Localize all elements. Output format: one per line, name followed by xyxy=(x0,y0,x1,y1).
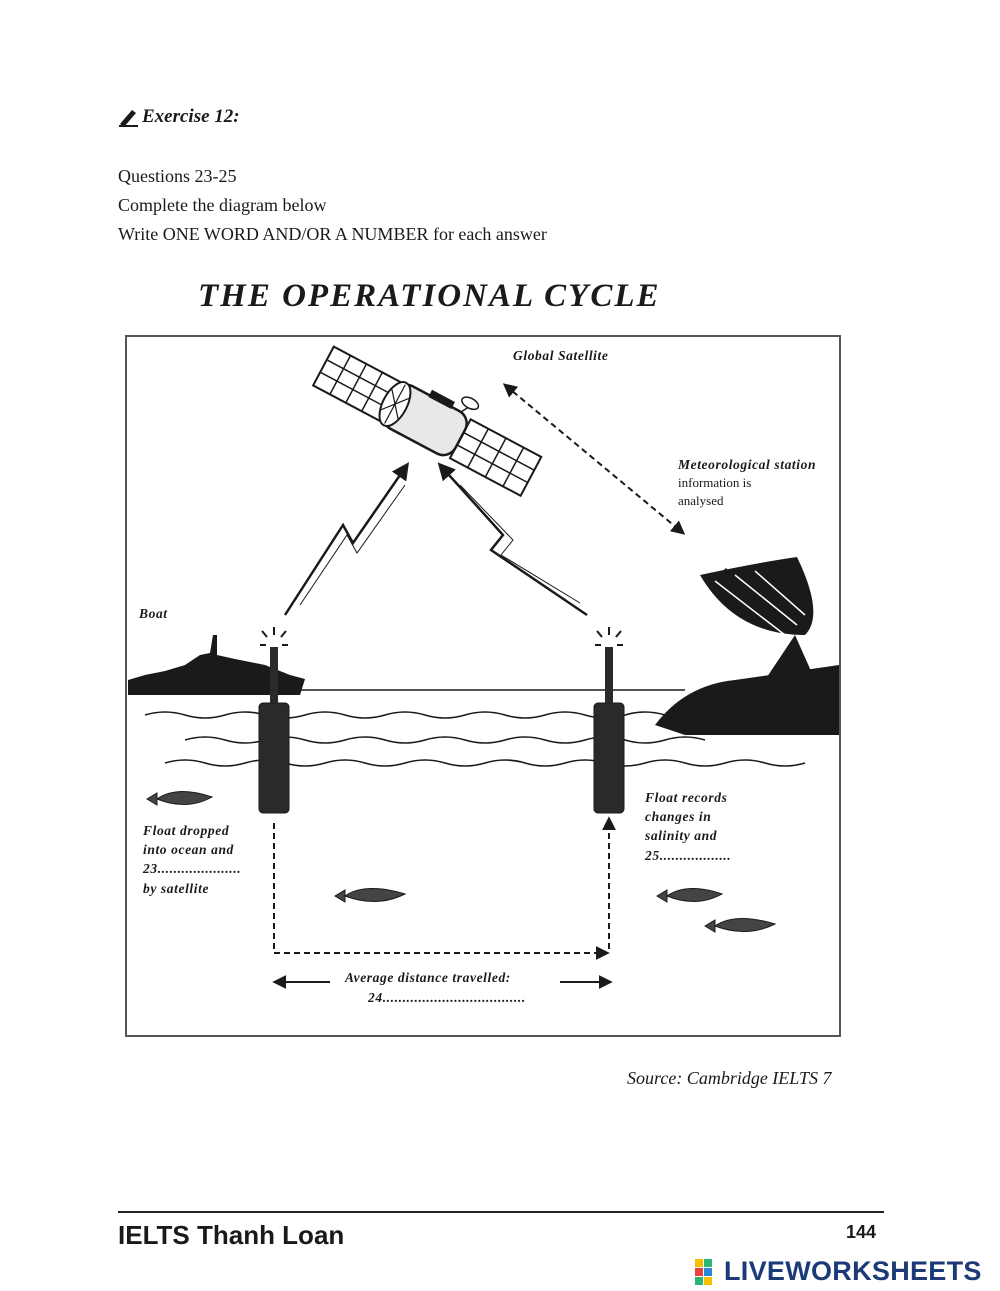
operational-cycle-diagram: Global Satellite Meteorological station … xyxy=(125,335,841,1037)
liveworksheets-logo-icon xyxy=(695,1258,712,1285)
diagram-title: THE OPERATIONAL CYCLE xyxy=(198,278,661,314)
exercise-title-text: Exercise 12: xyxy=(142,106,240,127)
page-number: 144 xyxy=(846,1222,877,1242)
liveworksheets-watermark: LIVEWORKSHEETS xyxy=(695,1256,982,1287)
instruction-line: Complete the diagram below xyxy=(118,195,327,215)
answer-blank-25[interactable]: 25.................. xyxy=(644,848,731,863)
float-records-line: changes in xyxy=(645,809,711,824)
float-path-arrow xyxy=(273,823,610,960)
float-left-icon xyxy=(258,627,290,814)
satellite-to-station-arrow xyxy=(502,383,686,535)
float-dropped-line: Float dropped xyxy=(142,823,229,838)
float-dropped-line: into ocean and xyxy=(143,842,234,857)
land-mass xyxy=(655,665,839,735)
pencil-icon xyxy=(119,110,138,127)
fish-icon xyxy=(656,888,724,903)
fish-icon xyxy=(146,791,214,806)
station-desc-line: information is xyxy=(678,475,751,490)
float-records-line: Float records xyxy=(644,790,727,805)
meteorological-station-label: Meteorological station xyxy=(677,457,816,472)
average-distance-label: Average distance travelled: xyxy=(344,970,511,985)
answer-blank-24[interactable]: 24.................................... xyxy=(367,990,526,1005)
float-dropped-line: by satellite xyxy=(143,881,209,896)
exercise-title: Exercise 12: xyxy=(118,106,240,128)
fish-icon xyxy=(704,917,777,933)
footer-divider xyxy=(118,1211,884,1213)
footer-brand: IELTS Thanh Loan xyxy=(118,1220,345,1250)
instructions: Questions 23-25 Complete the diagram bel… xyxy=(118,162,547,249)
float-records-line: salinity and xyxy=(644,828,717,843)
signal-down-right xyxy=(437,462,588,617)
signal-up-left-inner xyxy=(299,484,406,606)
signal-up-left xyxy=(283,462,409,616)
station-desc-line: analysed xyxy=(678,493,724,508)
instruction-line: Write ONE WORD AND/OR A NUMBER for each … xyxy=(118,224,547,244)
satellite-icon xyxy=(311,345,543,498)
global-satellite-label: Global Satellite xyxy=(513,348,608,363)
float-right-icon xyxy=(593,627,625,814)
liveworksheets-text: LIVEWORKSHEETS xyxy=(724,1256,982,1286)
instruction-line: Questions 23-25 xyxy=(118,166,237,186)
satellite-dish-icon xyxy=(700,557,815,680)
source-citation: Source: Cambridge IELTS 7 xyxy=(627,1068,832,1088)
fish-icon xyxy=(334,887,407,903)
boat-icon xyxy=(128,635,305,695)
answer-blank-23[interactable]: 23..................... xyxy=(142,861,241,876)
boat-label: Boat xyxy=(138,606,168,621)
signal-down-right-inner xyxy=(459,484,581,604)
